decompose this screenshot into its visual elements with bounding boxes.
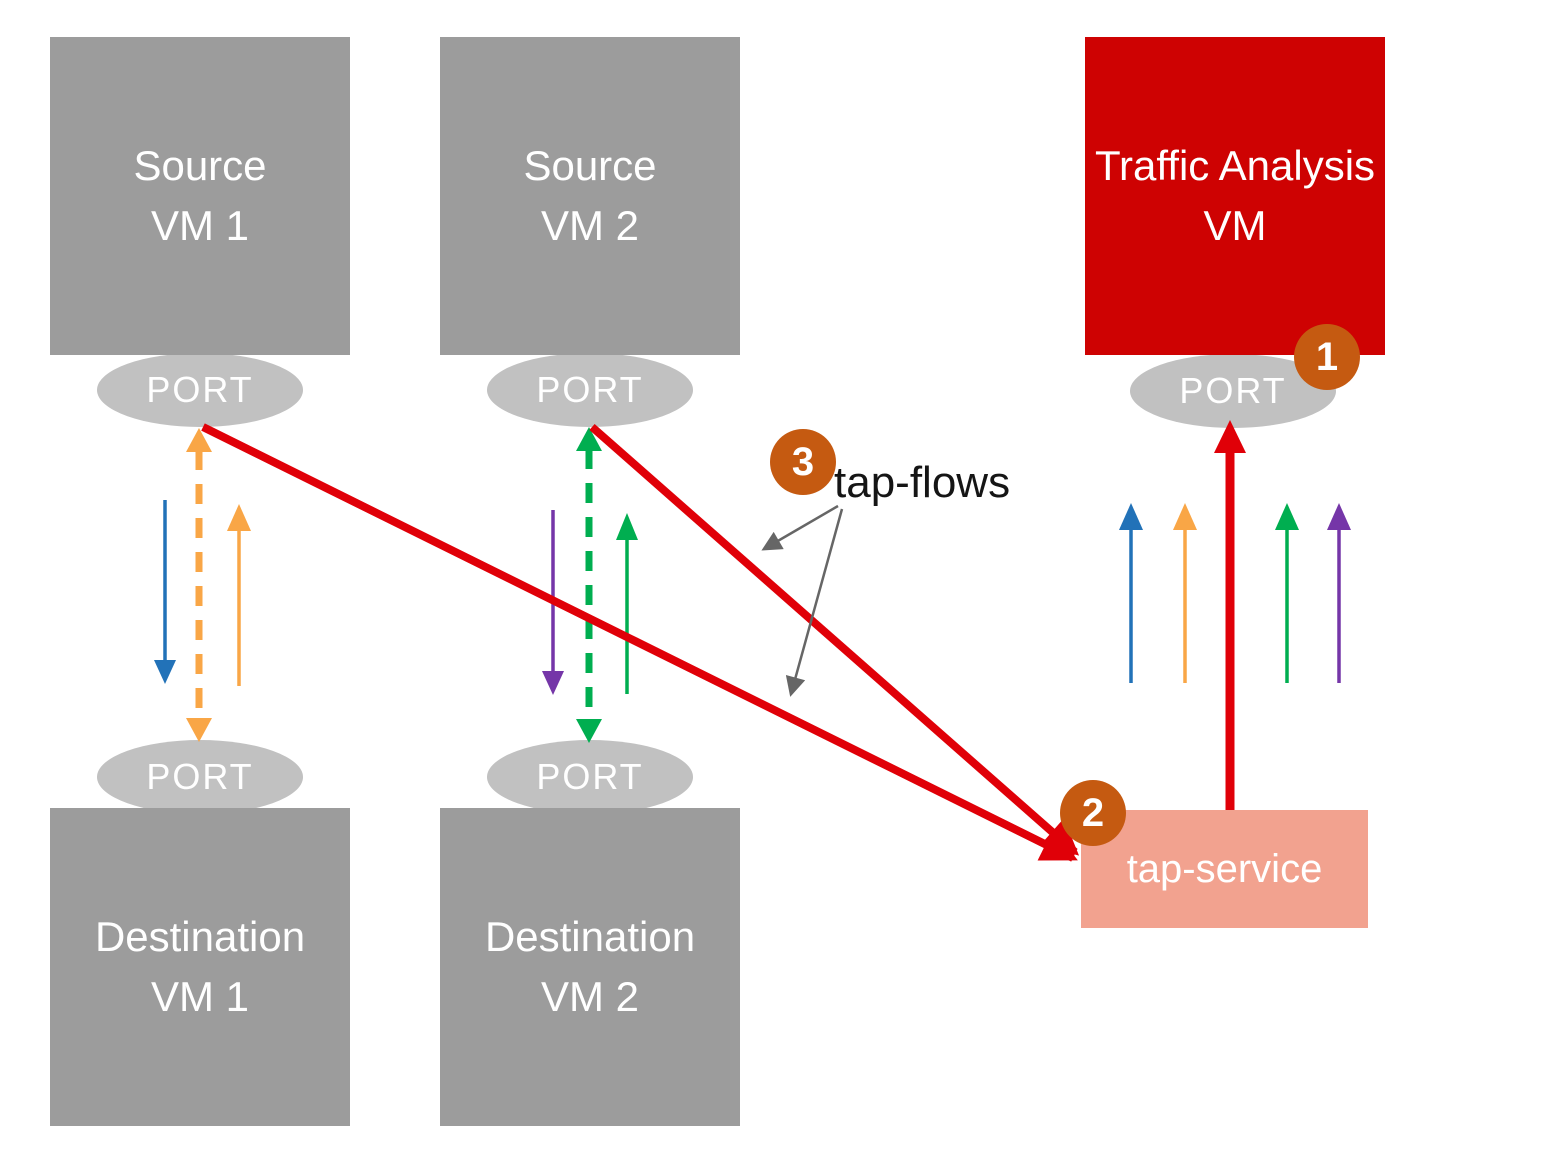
mirrored-flow-orange-arrowhead-down <box>186 718 212 742</box>
destination-vm1-label-line2: VM 1 <box>150 973 250 1020</box>
tap-flows-label: tap-flows <box>834 458 1011 507</box>
port-ellipse-source-vm1: PORT <box>97 353 303 427</box>
flow-arrowhead-orange-up-left <box>227 504 251 531</box>
delivered-flow-arrowhead-purple <box>1327 503 1351 530</box>
destination-vm2-box: Destination VM 2 <box>440 808 740 1126</box>
mirrored-flow-green-arrowhead-up <box>576 427 602 451</box>
destination-vm2-label-line1: Destination <box>484 913 696 960</box>
tap-service-label: tap-service <box>1126 846 1323 891</box>
source-vm2-label-line2: VM 2 <box>540 202 640 249</box>
step-badge-1: 1 <box>1294 324 1360 390</box>
step-badge-3: 3 <box>770 429 836 495</box>
source-vm1-box: Source VM 1 <box>50 37 350 355</box>
tap-flows-callout-arrow-lower <box>785 508 844 697</box>
tap-service-box: tap-service <box>1081 810 1368 928</box>
source-vm1-label-line2: VM 1 <box>150 202 250 249</box>
port-ellipse-destination-vm2: PORT <box>487 740 693 814</box>
port-label: PORT <box>536 756 644 797</box>
step-badge-3-number: 3 <box>791 439 815 484</box>
step-badge-2: 2 <box>1060 780 1126 846</box>
step-badge-1-number: 1 <box>1315 334 1339 379</box>
traffic-analysis-label-line2: VM <box>1203 202 1267 249</box>
port-label: PORT <box>1179 370 1287 411</box>
destination-vm2-label-line2: VM 2 <box>540 973 640 1020</box>
destination-vm1-box: Destination VM 1 <box>50 808 350 1126</box>
traffic-analysis-label-line1: Traffic Analysis <box>1094 142 1376 189</box>
source-vm2-box: Source VM 2 <box>440 37 740 355</box>
flow-arrowhead-purple-down-middle <box>542 671 564 695</box>
source-vm2-label-line1: Source <box>523 142 657 189</box>
source-vm1-label-line1: Source <box>133 142 267 189</box>
tap-flows-callout-arrow-upper <box>761 504 839 551</box>
port-label: PORT <box>146 756 254 797</box>
port-ellipse-destination-vm1: PORT <box>97 740 303 814</box>
flow-arrowhead-green-up-middle <box>616 513 638 540</box>
traffic-analysis-vm-box: Traffic Analysis VM <box>1085 37 1385 355</box>
destination-vm1-label-line1: Destination <box>94 913 306 960</box>
flow-arrowhead-blue-down-left <box>154 660 176 684</box>
port-label: PORT <box>536 369 644 410</box>
port-label: PORT <box>146 369 254 410</box>
mirrored-flow-orange-arrowhead-up <box>186 428 212 452</box>
port-ellipse-source-vm2: PORT <box>487 353 693 427</box>
delivered-flow-arrowhead-green <box>1275 503 1299 530</box>
step-badge-2-number: 2 <box>1081 790 1105 835</box>
delivered-flow-arrowhead-blue <box>1119 503 1143 530</box>
delivered-flow-arrowhead-orange <box>1173 503 1197 530</box>
